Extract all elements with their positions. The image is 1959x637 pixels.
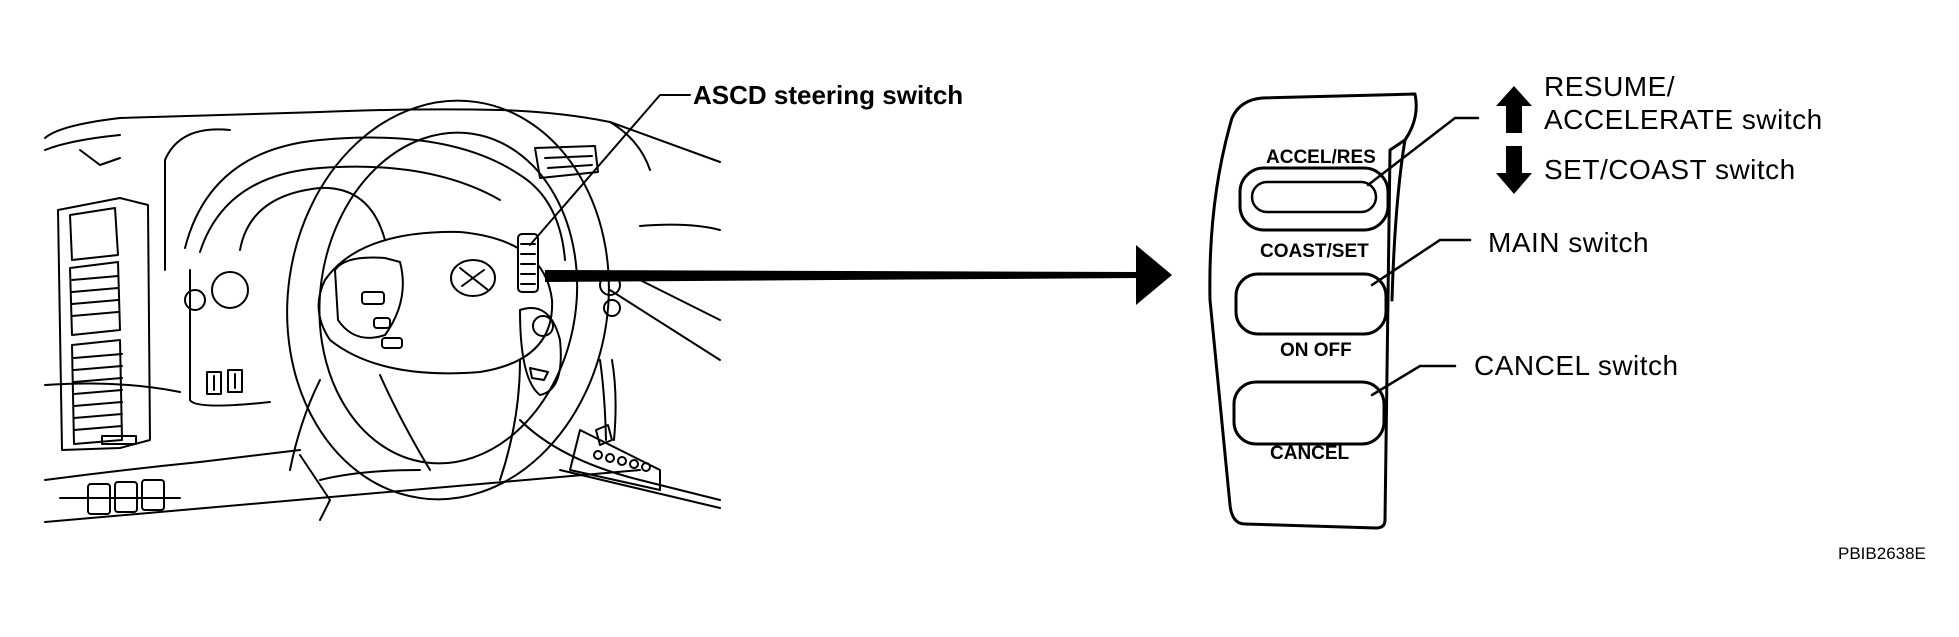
asc-steering-switch-label: ASCD steering switch — [693, 80, 964, 110]
shifter-console — [569, 274, 661, 491]
left-air-vent — [57, 197, 151, 451]
panel-cancel-label: CANCEL — [1270, 443, 1350, 464]
main-switch-label: MAIN switch — [1488, 227, 1650, 258]
asc-switch-on-wheel — [517, 233, 539, 293]
panel-coast-set-label: COAST/SET — [1260, 241, 1369, 262]
resume-label-line2: ACCELERATE switch — [1544, 104, 1823, 135]
cancel-leader-line — [1370, 364, 1457, 397]
figure-code: PBIB2638E — [1838, 544, 1926, 563]
cancel-button[interactable] — [1232, 380, 1386, 446]
accel-leader-line — [1366, 116, 1480, 187]
steering-wheel — [286, 99, 610, 501]
switch-panel — [1208, 92, 1418, 530]
main-on-off-button[interactable] — [1234, 272, 1388, 336]
panel-on-off-label: ON OFF — [1280, 340, 1352, 361]
zoom-arrow — [545, 245, 1172, 305]
cancel-switch-label: CANCEL switch — [1474, 350, 1679, 381]
arrow-up-icon — [1496, 86, 1532, 133]
arrow-down-icon — [1496, 146, 1532, 194]
lower-dash-buttons — [87, 479, 165, 515]
accel-res-button[interactable] — [1238, 166, 1390, 232]
set-coast-label: SET/COAST switch — [1544, 154, 1796, 185]
dashboard-outline — [44, 108, 721, 523]
resume-label-line1: RESUME/ — [1544, 71, 1676, 102]
asc-leader-line — [529, 94, 691, 246]
main-leader-line — [1370, 238, 1472, 287]
panel-accel-res-label: ACCEL/RES — [1266, 147, 1376, 168]
